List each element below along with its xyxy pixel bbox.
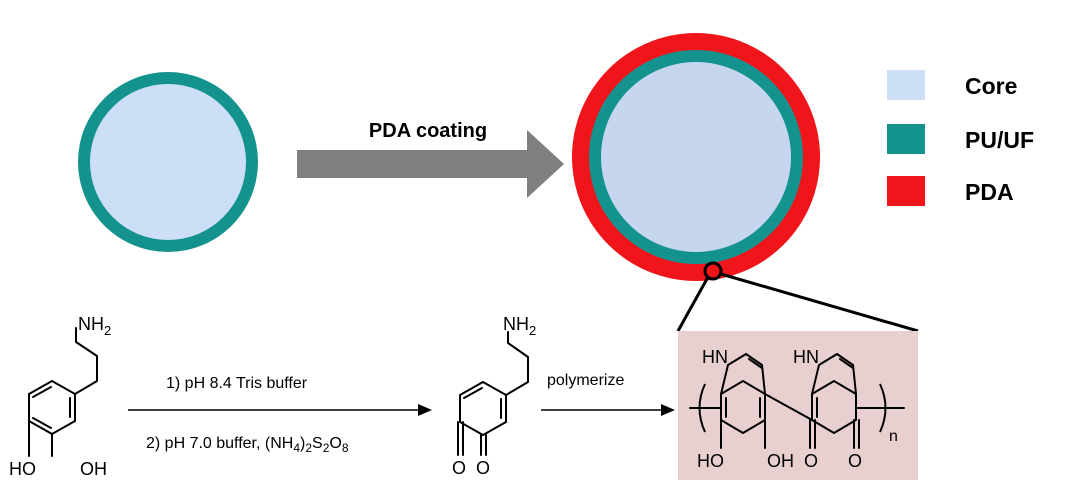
quinone-amine: NH2 xyxy=(503,314,536,338)
legend-swatch-pda xyxy=(887,176,925,206)
reaction-arrow-1: 1) pH 8.4 Tris buffer 2) pH 7.0 buffer, … xyxy=(128,375,432,455)
pda-oxo-1: O xyxy=(804,451,818,471)
coated-capsule xyxy=(572,33,820,281)
pda-unit-1-pyrrole xyxy=(720,353,766,395)
dopamine-hydroxyl-2: OH xyxy=(80,459,107,479)
dopamine-hydroxyl-1: HO xyxy=(9,459,36,479)
polymerize-label: polymerize xyxy=(547,372,624,389)
capsule-core xyxy=(90,84,246,240)
polymerize-arrow: polymerize xyxy=(541,372,675,416)
pda-oh-1: HO xyxy=(697,451,724,471)
legend-label-core: Core xyxy=(965,73,1017,99)
dopamine-side-chain xyxy=(74,327,98,395)
quinone-ring xyxy=(459,381,507,436)
coating-arrow-label: PDA coating xyxy=(369,120,487,142)
zoom-marker xyxy=(703,261,723,281)
pda-polymer-structure: HN HN HO OH O O n xyxy=(689,347,905,471)
pda-oxo-2: O xyxy=(848,451,862,471)
legend: Core PU/UF PDA xyxy=(887,70,1034,206)
pda-double-bond xyxy=(839,358,854,369)
pda-structure-inset xyxy=(678,331,918,480)
quinone-side-chain xyxy=(505,331,529,396)
dopamine-double-bond xyxy=(32,417,52,429)
capsule-core xyxy=(601,62,791,252)
legend-swatch-shell xyxy=(887,124,925,154)
dopamine-quinone: NH2 O O xyxy=(452,314,536,478)
quinone-oxo-1: O xyxy=(452,458,466,478)
quinone-oxo-2: O xyxy=(476,458,490,478)
pda-bracket-left xyxy=(698,383,706,433)
pda-oh-2: OH xyxy=(767,451,794,471)
pda-unit-2-pyrrole xyxy=(811,353,857,395)
zoom-line-left xyxy=(676,276,710,332)
dopamine-amine: NH2 xyxy=(78,314,111,338)
pda-nh-2: HN xyxy=(793,347,819,367)
dopamine-molecule: NH2 HO OH xyxy=(9,314,111,479)
zoom-lines xyxy=(676,272,919,333)
dopamine-double-bond xyxy=(32,386,52,398)
legend-label-pda: PDA xyxy=(965,179,1014,205)
legend-swatch-core xyxy=(887,70,925,100)
pda-repeat-n: n xyxy=(889,428,898,445)
pda-double-bond xyxy=(748,358,763,369)
legend-label-shell: PU/UF xyxy=(965,127,1034,153)
pda-bracket-right xyxy=(879,383,887,433)
quinone-double-bond xyxy=(463,387,483,399)
zoom-line-right xyxy=(720,272,919,333)
reaction-arrow-head xyxy=(418,404,432,416)
dopamine-ring xyxy=(28,380,76,435)
uncoated-capsule xyxy=(78,72,258,252)
reaction-step-1: 1) pH 8.4 Tris buffer xyxy=(166,375,308,392)
coating-arrow-shape xyxy=(297,130,564,198)
polymerize-arrow-head xyxy=(661,404,675,416)
pda-biaryl-bond xyxy=(764,393,813,421)
reaction-step-2: 2) pH 7.0 buffer, (NH4)2S2O8 xyxy=(146,435,349,455)
coating-arrow: PDA coating xyxy=(297,120,564,198)
pda-nh-1: HN xyxy=(702,347,728,367)
